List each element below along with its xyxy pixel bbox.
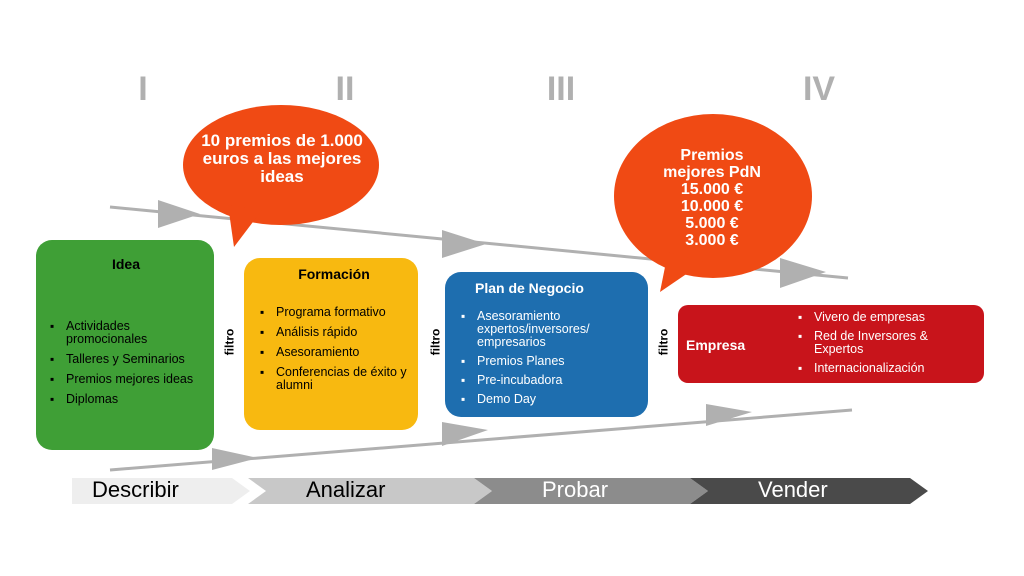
list-item: Análisis rápido <box>258 326 410 340</box>
list-item: Vivero de empresas <box>796 311 976 325</box>
upper-arrowhead-3 <box>780 258 826 288</box>
stage-label-probar: Probar <box>542 477 609 502</box>
filter-label-3: filtro <box>656 328 671 356</box>
list-item: Red de Inversores & Expertos <box>796 330 976 356</box>
bubble-right-line: 3.000 € <box>685 232 739 249</box>
list-item: Demo Day <box>459 393 640 407</box>
bubble-right-line: 10.000 € <box>680 198 744 215</box>
formacion-title: Formación <box>298 266 370 282</box>
empresa-box: Empresa Vivero de empresas Red de Invers… <box>678 305 984 383</box>
bubble-left-tail <box>228 205 262 247</box>
upper-arrowhead-2 <box>442 230 486 258</box>
idea-list: Actividades promocionales Talleres y Sem… <box>48 320 204 407</box>
list-item: Asesoramiento expertos/inversores/ empre… <box>459 310 640 349</box>
phase-numeral-2: II <box>335 70 355 108</box>
stage-chevron-3 <box>474 478 708 504</box>
formacion-box: Formación Programa formativo Análisis rá… <box>244 258 418 430</box>
list-item: Actividades promocionales <box>48 320 204 346</box>
filter-label-1: filtro <box>222 328 237 356</box>
plan-title: Plan de Negocio <box>475 280 584 296</box>
stage-label-analizar: Analizar <box>306 477 386 502</box>
bubble-left-text: 10 premios de 1.000 euros a las mejores … <box>201 131 363 186</box>
list-item: Asesoramiento <box>258 346 410 360</box>
list-item: Diplomas <box>48 393 204 407</box>
stage-label-describir: Describir <box>92 477 179 502</box>
list-item: Premios mejores ideas <box>48 373 204 387</box>
empresa-list: Vivero de empresas Red de Inversores & E… <box>796 311 976 376</box>
bubble-right-line: mejores PdN <box>663 164 761 181</box>
list-item: Programa formativo <box>258 306 410 320</box>
list-item: Premios Planes <box>459 355 640 369</box>
lower-arrowhead-1 <box>212 448 258 470</box>
list-item: Conferencias de éxito y alumni <box>258 366 410 392</box>
stage-chevron-1 <box>72 478 250 504</box>
bubble-right-line: 15.000 € <box>680 181 744 198</box>
list-item: Pre-incubadora <box>459 374 640 388</box>
idea-title: Idea <box>111 256 140 272</box>
filter-label-2: filtro <box>428 328 443 356</box>
idea-box: Idea Actividades promocionales Talleres … <box>36 240 214 450</box>
plan-de-negocio-box: Plan de Negocio Asesoramiento expertos/i… <box>445 272 648 417</box>
bubble-left-shape <box>183 105 379 225</box>
list-item: Talleres y Seminarios <box>48 353 204 367</box>
lower-arrowhead-3 <box>706 404 752 426</box>
stage-label-vender: Vender <box>758 477 828 502</box>
phase-numeral-3: III <box>546 70 576 108</box>
lower-arrowhead-2 <box>442 422 488 446</box>
bubble-right-line: 5.000 € <box>685 215 739 232</box>
empresa-title: Empresa <box>686 337 746 353</box>
stage-chevron-4 <box>690 478 928 504</box>
bubble-right-shape <box>614 114 812 278</box>
phase-numeral-4: IV <box>802 70 836 108</box>
bubble-right-line: Premios <box>680 147 744 164</box>
bubble-right-text: Premios mejores PdN 15.000 € 10.000 € 5.… <box>624 147 800 249</box>
list-item: Internacionalización <box>796 362 976 376</box>
upper-arrowhead-1 <box>158 200 200 228</box>
stage-chevron-2 <box>248 478 492 504</box>
phase-numeral-1: I <box>138 70 148 108</box>
formacion-list: Programa formativo Análisis rápido Aseso… <box>258 306 410 392</box>
bubble-right-tail <box>660 252 704 292</box>
plan-list: Asesoramiento expertos/inversores/ empre… <box>459 310 640 407</box>
